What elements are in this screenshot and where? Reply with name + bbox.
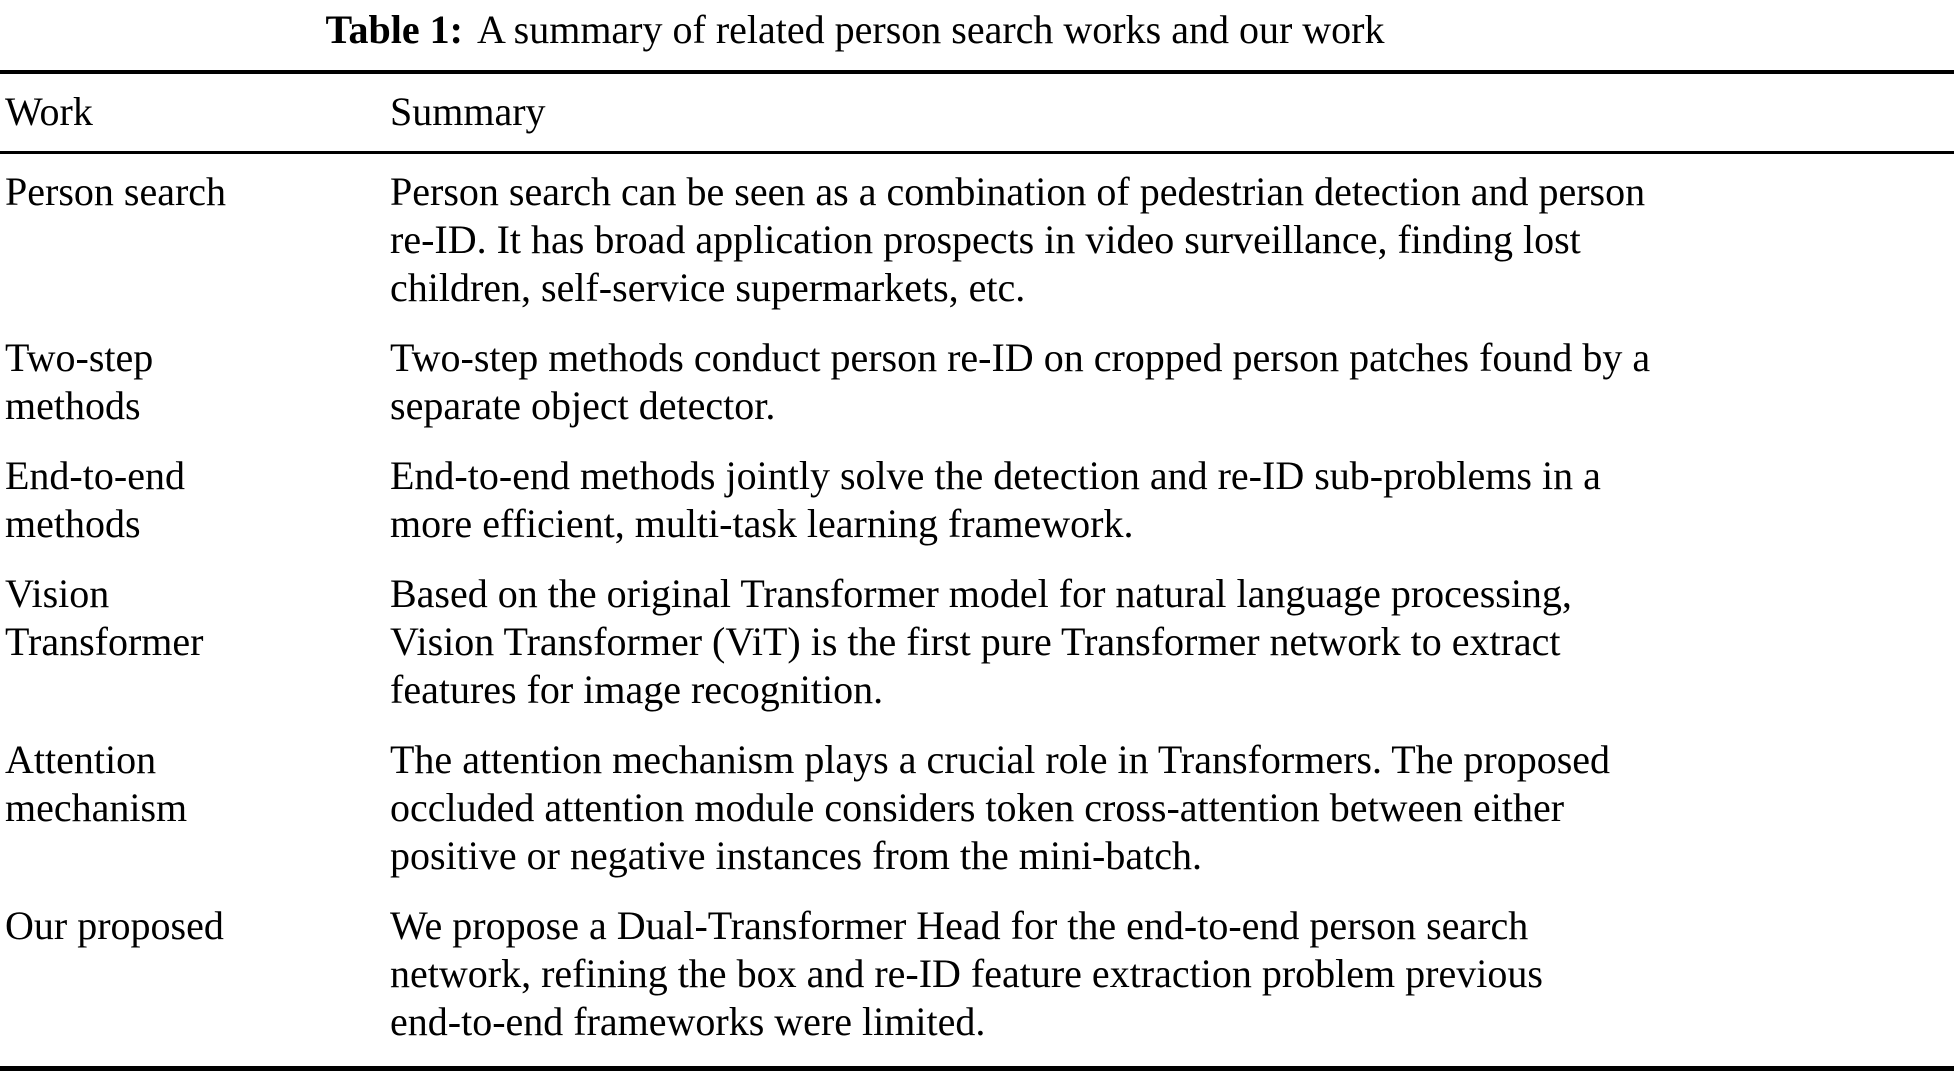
summary-cell: End-to-end methods jointly solve the det… (390, 453, 1601, 546)
work-cell: Two-step methods (5, 335, 154, 428)
table-header-row: Work Summary (0, 74, 1954, 151)
table-row: Our proposed We propose a Dual-Transform… (0, 902, 1954, 1046)
summary-cell: The attention mechanism plays a crucial … (390, 737, 1611, 878)
col-header-work: Work (5, 89, 93, 134)
table-body: Person search Person search can be seen … (0, 154, 1954, 1046)
col-header-summary: Summary (390, 89, 546, 134)
table-top-rule (0, 70, 1954, 74)
work-cell: Person search (5, 169, 227, 214)
work-cell: Vision Transformer (5, 571, 204, 664)
table-caption-label: Table 1: (325, 7, 463, 52)
work-cell: End-to-end methods (5, 453, 185, 546)
table-caption-text: A summary of related person search works… (476, 7, 1385, 52)
table-row: Attention mechanism The attention mechan… (0, 736, 1954, 880)
table-caption: Table 1: A summary of related person sear… (0, 6, 1710, 64)
table-row: Vision Transformer Based on the original… (0, 570, 1954, 714)
summary-cell: We propose a Dual-Transformer Head for t… (390, 903, 1543, 1044)
summary-cell: Based on the original Transformer model … (390, 571, 1572, 712)
table-header-rule (0, 151, 1954, 154)
table-bottom-rule (0, 1066, 1954, 1071)
work-cell: Attention mechanism (5, 737, 188, 830)
summary-cell: Two-step methods conduct person re-ID on… (390, 335, 1651, 428)
table-row: Two-step methods Two-step methods conduc… (0, 334, 1954, 430)
summary-cell: Person search can be seen as a combinati… (390, 169, 1646, 310)
work-cell: Our proposed (5, 903, 224, 948)
table-row: Person search Person search can be seen … (0, 168, 1954, 312)
table-row: End-to-end methods End-to-end methods jo… (0, 452, 1954, 548)
